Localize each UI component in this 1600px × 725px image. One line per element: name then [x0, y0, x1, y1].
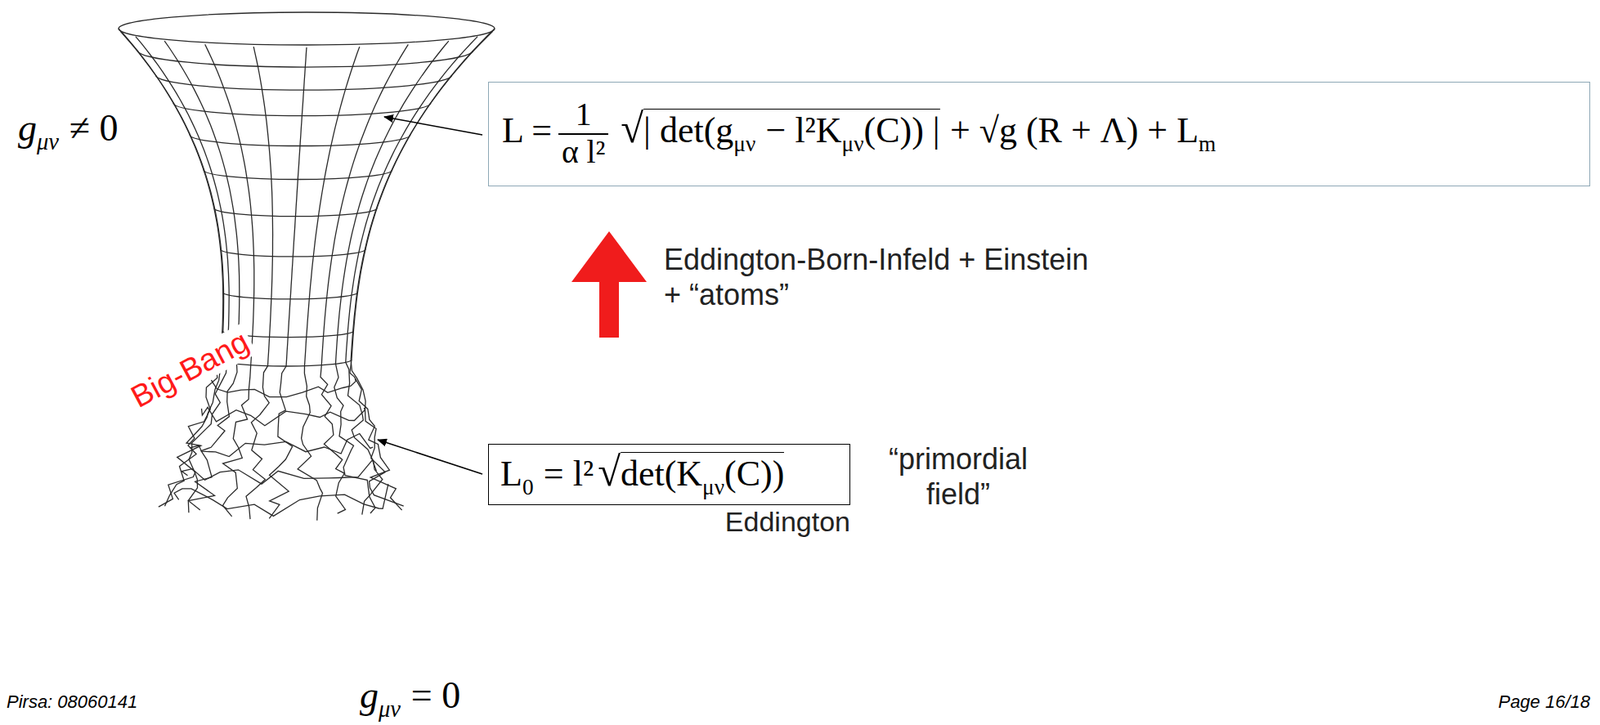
subscript: μν [702, 475, 725, 500]
formula-term: + √g (R + Λ) + L [950, 110, 1199, 151]
metric-symbol: g [17, 107, 37, 149]
funnel-line [297, 46, 360, 521]
fraction-numerator: 1 [558, 97, 609, 134]
footer-id: Pirsa: 08060141 [6, 691, 138, 713]
formula-term: | det(g [643, 110, 734, 151]
theory-note: Eddington-Born-Infeld + Einstein + “atom… [663, 242, 1102, 313]
formula: L0 = l²√det(Kμν(C)) [500, 449, 785, 500]
metric-indices: μν [378, 696, 401, 722]
root-sign: √ [620, 105, 644, 152]
formula-term: L [500, 453, 523, 494]
funnel-line [349, 28, 495, 511]
subscript: m [1198, 131, 1216, 157]
funnel-line [118, 12, 495, 45]
funnel-line [320, 44, 408, 514]
funnel-line [190, 434, 374, 458]
metric-value: = 0 [411, 674, 461, 717]
fraction-denominator: α l² [558, 133, 609, 171]
metric-label: gμν ≠ 0 [17, 106, 119, 156]
funnel-grid [118, 12, 495, 521]
leader-line [384, 116, 483, 135]
funnel-line [135, 36, 229, 514]
formula-term: (C)) | [864, 110, 941, 151]
formula-box: L0 = l²√det(Kμν(C)) [488, 443, 851, 506]
funnel-line [350, 31, 493, 507]
formula-term: − l²K [766, 110, 843, 151]
formula: L =1α l²√| det(gμν− l²Kμν(C)) |+ √g (R +… [501, 97, 1216, 171]
funnel-line [345, 36, 478, 516]
metric-value: ≠ 0 [69, 107, 119, 149]
subscript: μν [842, 131, 865, 157]
leader-line [377, 439, 483, 475]
funnel-line [174, 484, 389, 516]
root-sign: √ [597, 448, 621, 495]
formula-term: (C)) [724, 453, 785, 494]
funnel-line [118, 28, 224, 507]
formula-term: L = [501, 110, 552, 151]
funnel-line [246, 46, 274, 520]
subscript: μν [733, 131, 756, 157]
box-caption: Eddington [725, 506, 851, 538]
metric-symbol: g [359, 674, 379, 717]
funnel-line [120, 31, 224, 507]
funnel-line [210, 379, 356, 398]
formula-box: L =1α l²√| det(gμν− l²Kμν(C)) |+ √g (R +… [488, 81, 1591, 187]
funnel-line [334, 40, 449, 514]
fraction: 1α l² [558, 97, 609, 171]
funnel-line [268, 47, 307, 519]
page-number: Page 16/18 [1497, 691, 1591, 713]
block-arrow [571, 231, 647, 338]
funnel-line [201, 407, 366, 426]
root-overline: | det(gμν− l²Kμν(C)) | [643, 108, 941, 157]
formula-term: det(K [620, 453, 703, 494]
funnel-line [181, 460, 377, 485]
formula-term: = l² [543, 453, 594, 494]
subscript: 0 [522, 475, 534, 500]
field-note: “primordial field” [879, 441, 1037, 512]
metric-label: gμν = 0 [359, 673, 461, 723]
root-overline: det(Kμν(C)) [620, 452, 785, 500]
metric-indices: μν [36, 129, 59, 155]
